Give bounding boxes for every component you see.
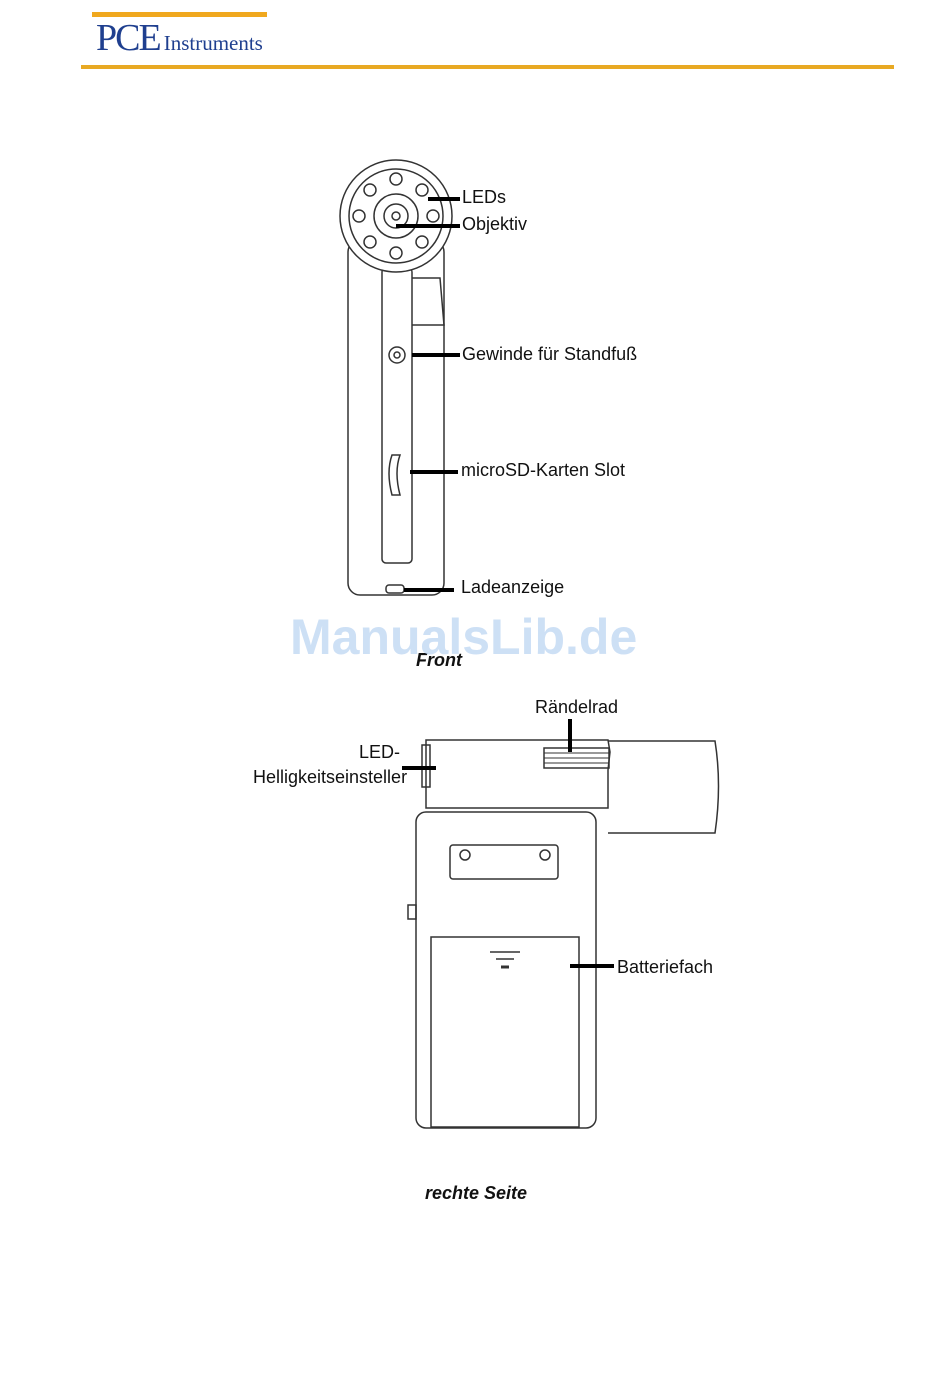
side-device-body xyxy=(416,812,596,1128)
caption-side: rechte Seite xyxy=(425,1183,527,1204)
watermark: ManualsLib.de xyxy=(290,608,637,666)
label-batteriefach: Batteriefach xyxy=(617,957,713,978)
label-raendelrad: Rändelrad xyxy=(535,697,618,718)
side-lens-barrel xyxy=(608,741,719,833)
side-head xyxy=(426,740,610,808)
knurled-wheel-texture xyxy=(544,753,609,763)
label-led-brightness-line1: LED- xyxy=(359,742,400,763)
label-led-brightness-line2: Helligkeitseinsteller xyxy=(253,767,407,788)
side-button xyxy=(408,905,416,919)
